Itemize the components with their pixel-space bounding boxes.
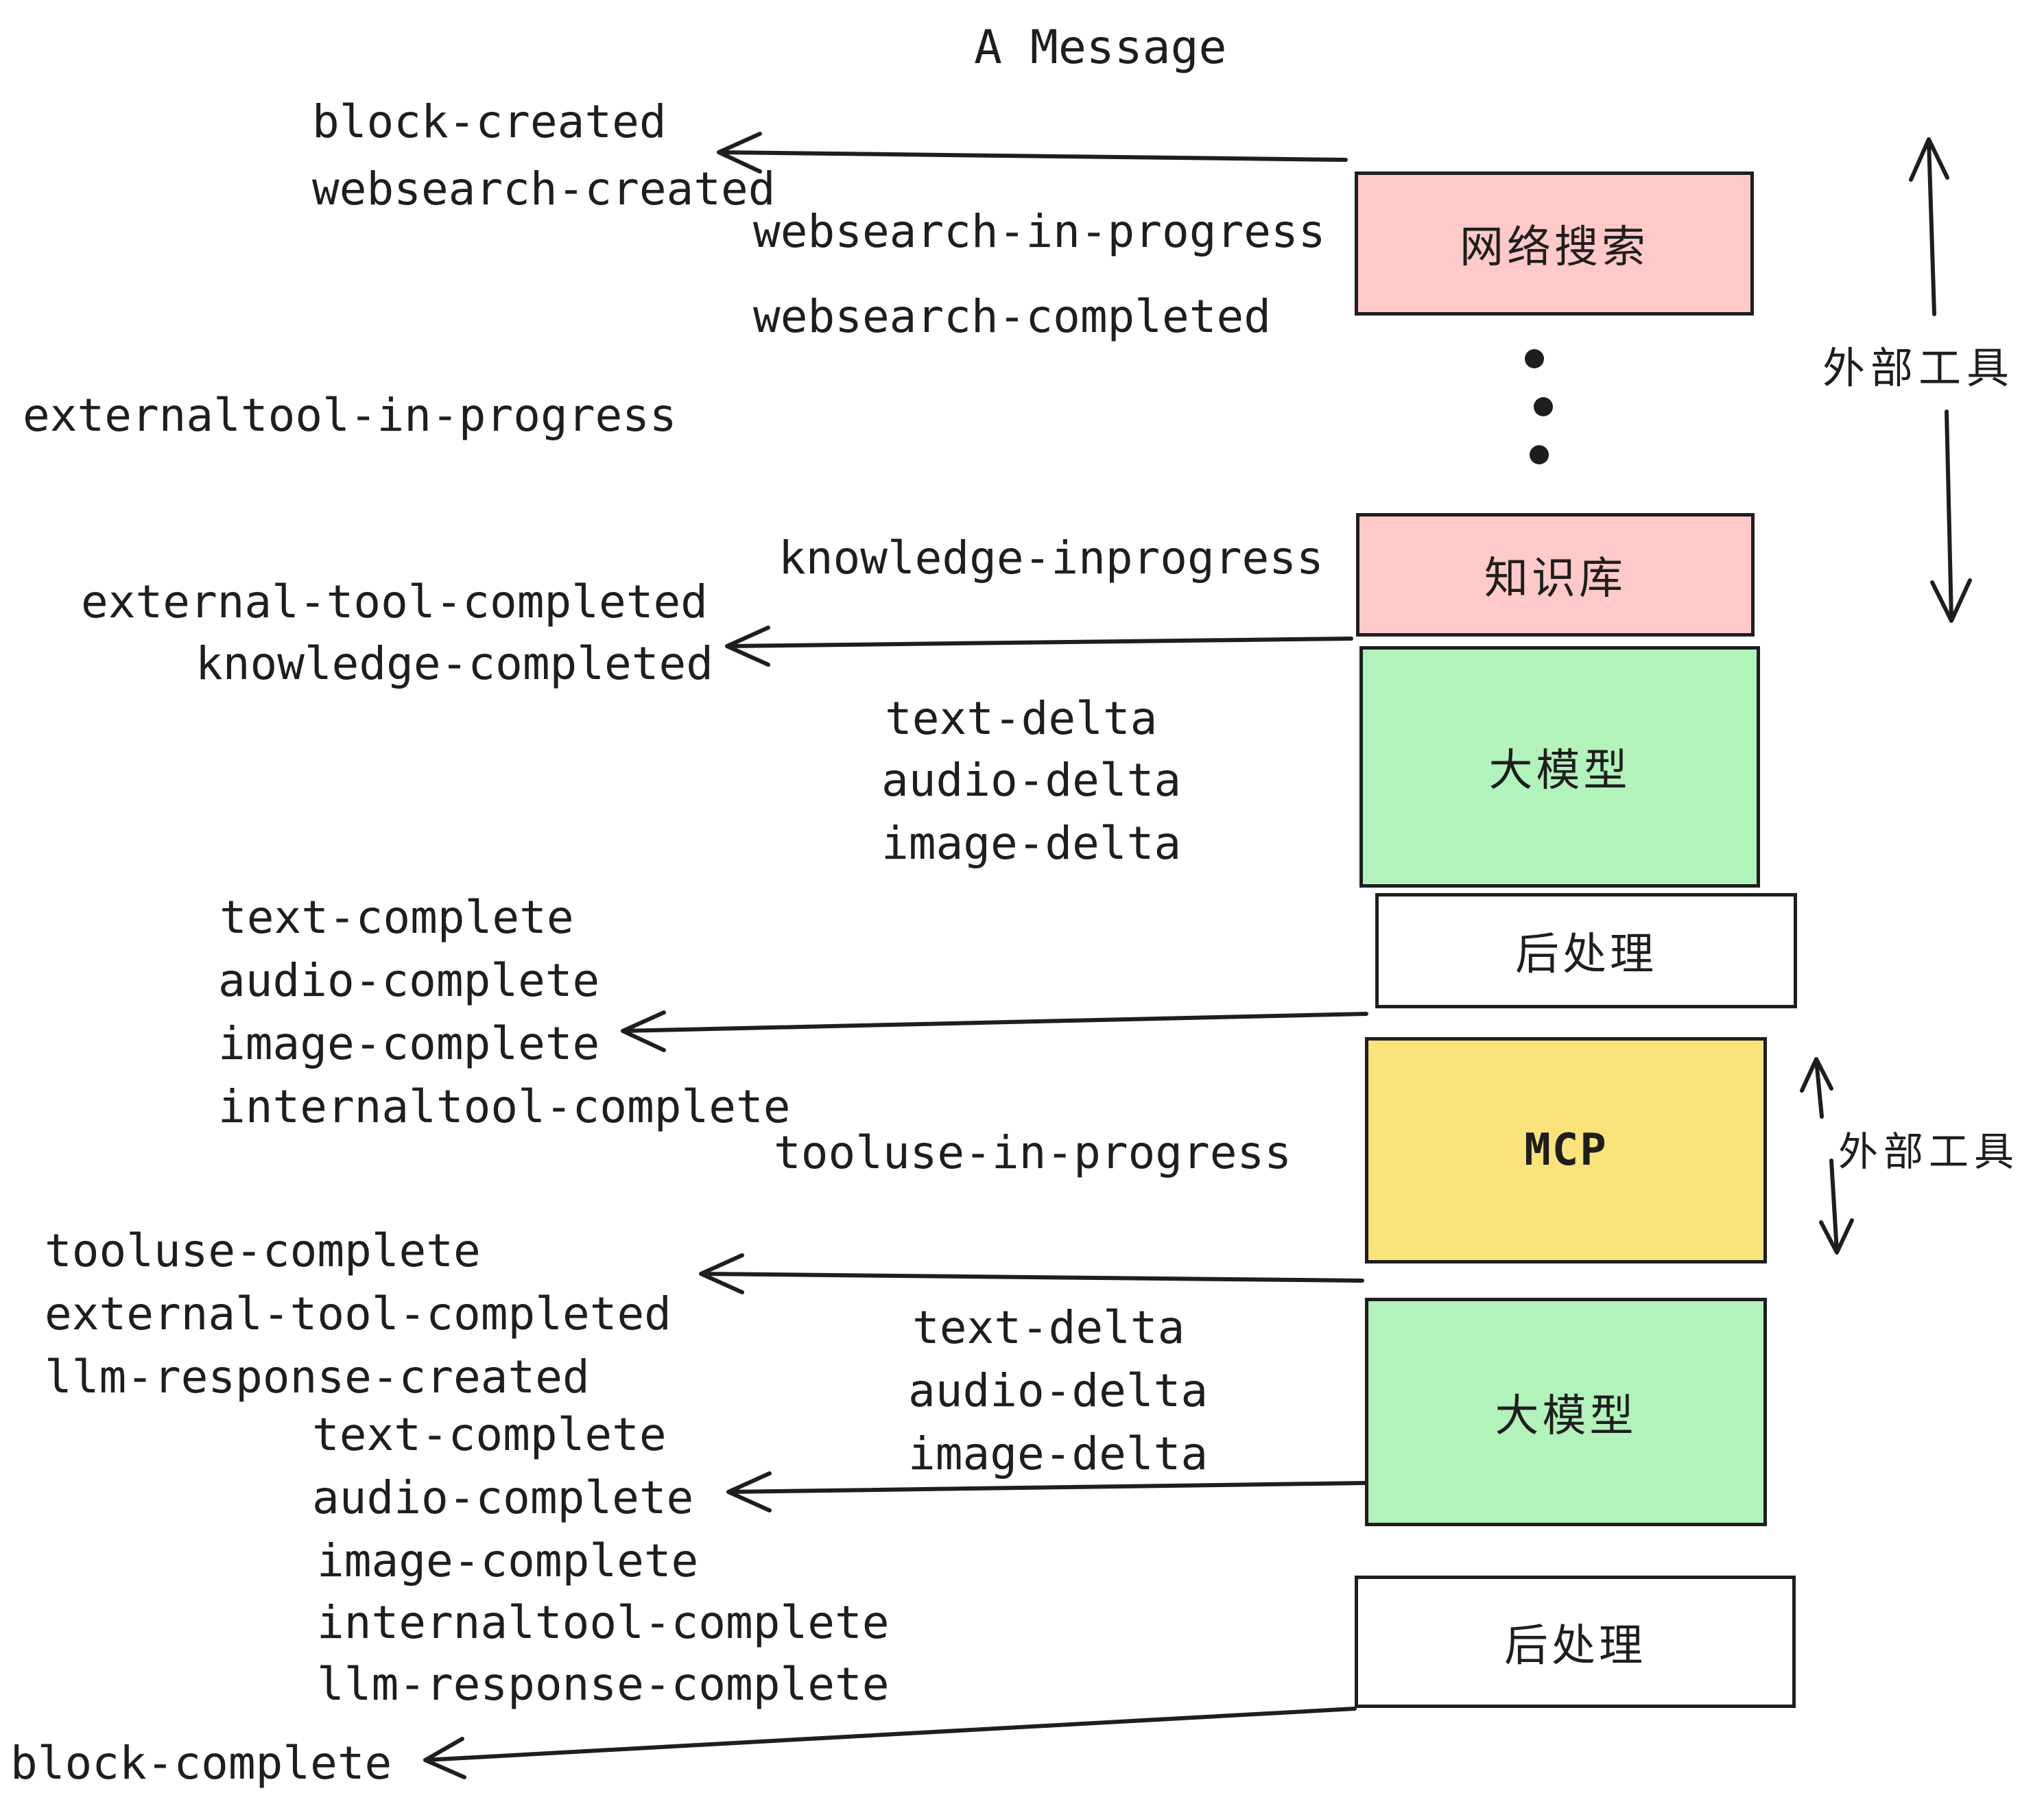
box-llm: 大模型: [1359, 646, 1760, 888]
arrow-image-complete: [621, 1010, 1368, 1052]
arrow-tooluse-complete: [699, 1253, 1364, 1294]
box-mcp-label: MCP: [1524, 1125, 1608, 1176]
external-tools-up-arrow: [1909, 137, 1949, 316]
box-post-process-label: 后处理: [1515, 929, 1657, 980]
event-label-internaltool-complete-2: internaltool-complete: [317, 1596, 890, 1649]
external-tools-down-arrow: [1930, 410, 1972, 623]
event-label-websearch-completed: websearch-completed: [753, 290, 1271, 343]
event-label-image-complete-2: image-complete: [317, 1534, 699, 1587]
box-llm-2: 大模型: [1365, 1298, 1767, 1526]
event-label-block-complete: block-complete: [10, 1737, 392, 1790]
event-label-tooluse-complete: tooluse-complete: [45, 1224, 481, 1277]
event-label-websearch-in-progress: websearch-in-progress: [753, 205, 1326, 258]
box-llm-2-label: 大模型: [1495, 1390, 1637, 1442]
box-post-process-2: 后处理: [1355, 1576, 1796, 1708]
arrow-websearch-created: [717, 132, 1348, 174]
event-label-llm-response-created: llm-response-created: [45, 1351, 590, 1403]
event-label-image-delta: image-delta: [881, 817, 1182, 870]
event-label-knowledge-inprogress: knowledge-inprogress: [779, 532, 1324, 584]
box-post-process-2-label: 后处理: [1504, 1620, 1646, 1672]
event-label-image-complete: image-complete: [218, 1017, 600, 1070]
event-label-external-tool-completed: external-tool-completed: [81, 575, 708, 628]
event-label-websearch-created: websearch-created: [312, 163, 776, 215]
event-label-text-complete: text-complete: [219, 891, 574, 944]
ellipsis-dots: [1525, 349, 1553, 464]
event-label-block-created: block-created: [312, 95, 667, 148]
event-label-tooluse-in-progress: tooluse-in-progress: [774, 1126, 1292, 1179]
event-label-external-tool-completed-2: external-tool-completed: [45, 1287, 672, 1340]
event-label-text-delta: text-delta: [885, 692, 1158, 745]
arrow-block-complete: [423, 1707, 1357, 1779]
event-label-image-delta-2: image-delta: [908, 1427, 1209, 1480]
external-tools-annotation: 外部工具: [1822, 343, 2015, 393]
event-label-text-complete-2: text-complete: [312, 1408, 667, 1461]
box-llm-label: 大模型: [1488, 746, 1631, 796]
box-web-search-label: 网络搜索: [1460, 222, 1649, 273]
event-label-audio-complete-2: audio-complete: [312, 1471, 694, 1524]
event-label-audio-delta-2: audio-delta: [908, 1364, 1209, 1417]
event-label-text-delta-2: text-delta: [912, 1301, 1185, 1354]
arrow-audio-complete: [726, 1471, 1367, 1512]
box-post-process: 后处理: [1375, 893, 1797, 1008]
external-tools-up-arrow-2: [1800, 1057, 1833, 1119]
event-label-knowledge-completed: knowledge-completed: [195, 637, 713, 690]
external-tools-annotation-2: 外部工具: [1838, 1128, 2020, 1175]
external-tools-down-arrow-2: [1819, 1159, 1854, 1255]
event-label-audio-delta: audio-delta: [881, 754, 1182, 807]
arrow-knowledge-completed: [725, 626, 1353, 667]
box-knowledge-base: 知识库: [1356, 513, 1755, 637]
box-knowledge-base-label: 知识库: [1484, 554, 1626, 604]
box-web-search: 网络搜索: [1355, 171, 1754, 316]
event-label-internaltool-complete: internaltool-complete: [218, 1080, 791, 1133]
event-label-externaltool-in-progress: externaltool-in-progress: [23, 389, 677, 442]
event-label-llm-response-complete: llm-response-complete: [317, 1658, 890, 1711]
box-mcp: MCP: [1365, 1037, 1767, 1263]
event-label-audio-complete: audio-complete: [218, 954, 600, 1007]
page-title: A Message: [974, 21, 1227, 75]
